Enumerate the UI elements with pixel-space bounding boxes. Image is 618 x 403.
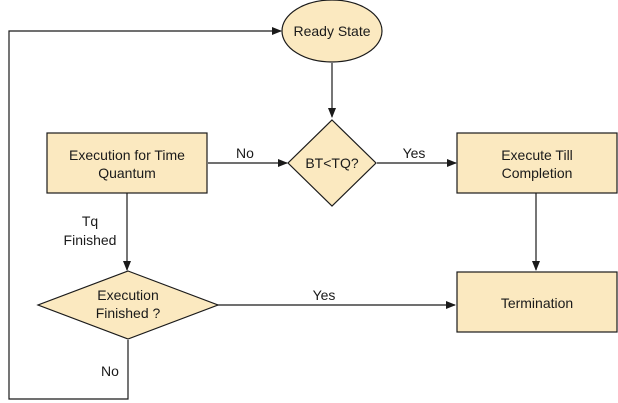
edges (8, 27, 540, 400)
exec-till-completion-label-line2: Completion (502, 165, 573, 181)
termination-label: Termination (501, 295, 573, 311)
node-ready-state[interactable]: Ready State (281, 0, 383, 63)
exec-till-completion-label-line1: Execute Till (501, 147, 573, 163)
node-execute-till-completion[interactable]: Execute Till Completion (456, 132, 618, 194)
edge-labels: No Yes Tq Finished Yes No (64, 145, 426, 379)
edge-finished-loop-to-ready (8, 27, 282, 400)
exec-finished-label-line1: Execution (97, 287, 158, 303)
node-termination[interactable]: Termination (456, 271, 618, 333)
node-bt-tq-decision[interactable]: BT<TQ? (287, 119, 377, 207)
ready-state-label: Ready State (293, 23, 370, 39)
edge-label-no-loop: No (101, 363, 119, 379)
exec-time-quantum-label-line1: Execution for Time (69, 147, 185, 163)
node-execution-time-quantum[interactable]: Execution for Time Quantum (46, 132, 208, 194)
edge-label-yes: Yes (403, 145, 426, 161)
exec-finished-label-line2: Finished ? (96, 305, 161, 321)
edge-label-tq: Tq (82, 213, 98, 229)
edge-label-no: No (236, 145, 254, 161)
bt-tq-label: BT<TQ? (305, 155, 359, 171)
node-execution-finished-decision[interactable]: Execution Finished ? (36, 270, 220, 340)
edge-label-finished: Finished (64, 232, 117, 248)
edge-label-yes-termination: Yes (313, 287, 336, 303)
exec-time-quantum-label-line2: Quantum (98, 165, 156, 181)
